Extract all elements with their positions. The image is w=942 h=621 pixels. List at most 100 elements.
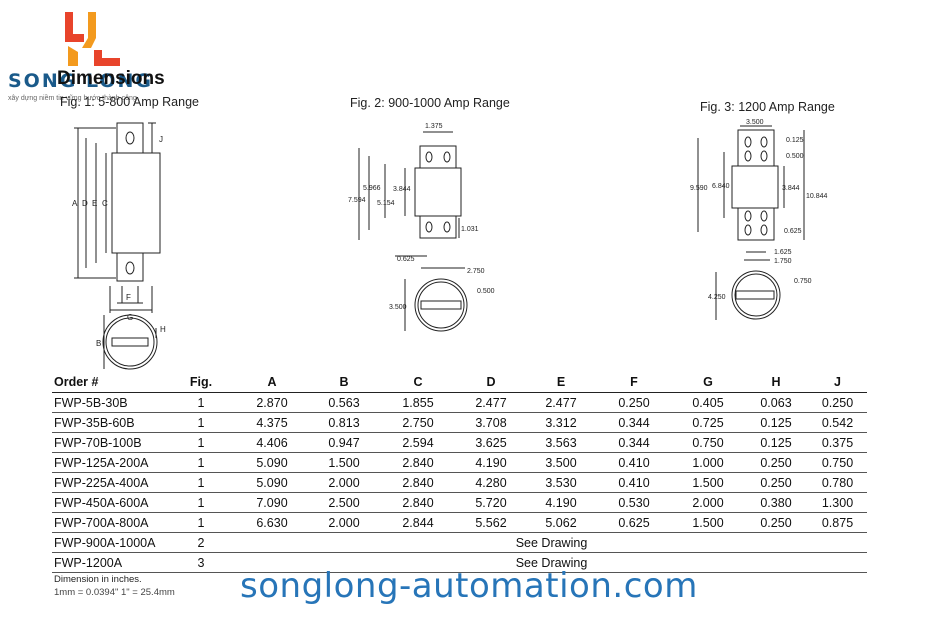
- see-drawing-note: See Drawing: [236, 552, 867, 573]
- fig3-dim-6840: 6.840: [712, 183, 730, 190]
- fig3-dim-1625: 1.625: [774, 249, 792, 256]
- cell-e: 2.477: [526, 392, 596, 413]
- fig2-dim-0625: 0.625: [397, 256, 415, 263]
- cell-g: 0.405: [672, 392, 744, 413]
- cell-c: 2.750: [380, 412, 456, 433]
- cell-h: 0.250: [744, 452, 808, 473]
- fig3-dim-0625: 0.625: [784, 228, 802, 235]
- cell-d: 3.625: [456, 432, 526, 453]
- cell-g: 2.000: [672, 492, 744, 513]
- cell-a: 5.090: [236, 452, 308, 473]
- cell-c: 2.840: [380, 452, 456, 473]
- cell-fig: 1: [166, 472, 236, 493]
- cell-fig: 1: [166, 392, 236, 413]
- fig2-dim-1375: 1.375: [425, 123, 443, 130]
- fig3-dim-0500: 0.500: [786, 153, 804, 160]
- fig3-dim-3844: 3.844: [782, 185, 800, 192]
- fig3-dim-3500: 3.500: [746, 119, 764, 126]
- dim-b-label: B: [96, 339, 101, 348]
- col-b: B: [308, 372, 380, 393]
- cell-g: 1.500: [672, 472, 744, 493]
- cell-d: 5.562: [456, 512, 526, 533]
- cell-d: 4.280: [456, 472, 526, 493]
- cell-order: FWP-700A-800A: [52, 512, 166, 533]
- cell-g: 0.725: [672, 412, 744, 433]
- dim-h-label: H: [160, 325, 166, 334]
- col-j: J: [808, 372, 867, 393]
- cell-d: 4.190: [456, 452, 526, 473]
- cell-h: 0.125: [744, 432, 808, 453]
- fig3-dim-1750: 1.750: [774, 258, 792, 265]
- fig2-dim-0500: 0.500: [477, 288, 495, 295]
- conversion-note: 1mm = 0.0394" 1" = 25.4mm: [54, 587, 175, 598]
- cell-g: 0.750: [672, 432, 744, 453]
- col-fig: Fig.: [166, 372, 236, 393]
- cell-b: 0.813: [308, 412, 380, 433]
- cell-b: 2.000: [308, 512, 380, 533]
- fig3-dim-0125: 0.125: [786, 137, 804, 144]
- cell-order: FWP-35B-60B: [52, 412, 166, 433]
- table-header-row: Order # Fig. A B C D E F G H J: [52, 372, 867, 393]
- col-a: A: [236, 372, 308, 393]
- cell-order: FWP-450A-600A: [52, 492, 166, 513]
- cell-a: 2.870: [236, 392, 308, 413]
- cell-a: 7.090: [236, 492, 308, 513]
- cell-j: 0.542: [808, 412, 867, 433]
- songlong-logo: [65, 12, 120, 66]
- cell-h: 0.250: [744, 512, 808, 533]
- fig2-dim-5154: 5.154: [377, 200, 395, 207]
- cell-b: 1.500: [308, 452, 380, 473]
- dim-f-label: F: [126, 293, 131, 302]
- cell-d: 2.477: [456, 392, 526, 413]
- cell-h: 0.125: [744, 412, 808, 433]
- cell-f: 0.250: [596, 392, 672, 413]
- cell-fig: 3: [166, 552, 236, 573]
- cell-e: 5.062: [526, 512, 596, 533]
- cell-fig: 2: [166, 532, 236, 553]
- fig2-title: Fig. 2: 900-1000 Amp Range: [350, 96, 510, 110]
- dimensions-table: Order # Fig. A B C D E F G H J FWP-5B-30…: [52, 372, 867, 573]
- col-g: G: [672, 372, 744, 393]
- fig3-dim-9590: 9.590: [690, 185, 708, 192]
- cell-h: 0.063: [744, 392, 808, 413]
- fig2-dim-3844: 3.844: [393, 186, 411, 193]
- cell-b: 2.000: [308, 472, 380, 493]
- cell-c: 2.844: [380, 512, 456, 533]
- cell-fig: 1: [166, 492, 236, 513]
- col-e: E: [526, 372, 596, 393]
- cell-a: 5.090: [236, 472, 308, 493]
- table-row: FWP-1200A 3 See Drawing: [52, 552, 867, 573]
- units-note: Dimension in inches.: [54, 574, 142, 585]
- cell-b: 0.947: [308, 432, 380, 453]
- col-h: H: [744, 372, 808, 393]
- cell-c: 2.840: [380, 492, 456, 513]
- cell-fig: 1: [166, 512, 236, 533]
- cell-b: 2.500: [308, 492, 380, 513]
- see-drawing-note: See Drawing: [236, 532, 867, 553]
- website-watermark[interactable]: songlong-automation.com: [240, 566, 698, 606]
- cell-order: FWP-125A-200A: [52, 452, 166, 473]
- cell-c: 2.840: [380, 472, 456, 493]
- cell-e: 3.563: [526, 432, 596, 453]
- fig2-dim-2750: 2.750: [467, 268, 485, 275]
- cell-order: FWP-5B-30B: [52, 392, 166, 413]
- fig1-drawing: A D E C J F G H B: [72, 122, 166, 370]
- cell-order: FWP-70B-100B: [52, 432, 166, 453]
- cell-order: FWP-1200A: [52, 552, 166, 573]
- cell-f: 0.625: [596, 512, 672, 533]
- cell-order: FWP-225A-400A: [52, 472, 166, 493]
- fig2-drawing: 1.375 7.594 5.966 5.154 3.844 1.031 0.62…: [348, 123, 495, 332]
- fig2-dim-3500: 3.500: [389, 304, 407, 311]
- cell-f: 0.410: [596, 472, 672, 493]
- cell-f: 0.344: [596, 432, 672, 453]
- cell-e: 3.312: [526, 412, 596, 433]
- cell-e: 4.190: [526, 492, 596, 513]
- cell-h: 0.380: [744, 492, 808, 513]
- fig2-dim-7594: 7.594: [348, 197, 366, 204]
- table-row: FWP-900A-1000A 2 See Drawing: [52, 532, 867, 553]
- cell-g: 1.500: [672, 512, 744, 533]
- fig3-title: Fig. 3: 1200 Amp Range: [700, 100, 835, 114]
